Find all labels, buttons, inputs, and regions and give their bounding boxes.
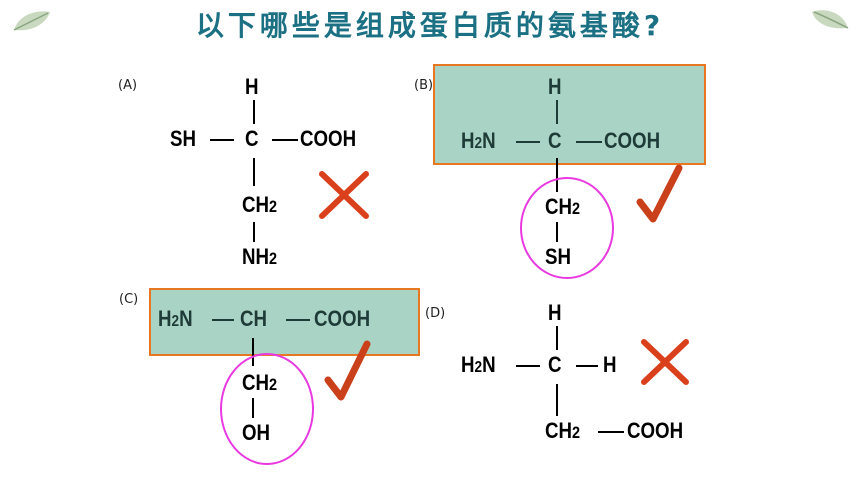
option-b-left-group: H2N: [461, 128, 496, 153]
option-c-label: (C): [119, 292, 139, 307]
option-c-left-group: H2N: [158, 306, 193, 331]
option-b-label: (B): [414, 78, 434, 93]
option-a-cross-icon: [319, 171, 369, 219]
option-b-right-bond: [576, 141, 602, 143]
option-b-top-atom: H: [548, 74, 562, 99]
leaf-decoration-left-icon: [13, 11, 50, 31]
option-c-right-bond: [286, 319, 310, 321]
option-a-left-group: SH: [170, 126, 196, 151]
option-b-left-bond: [516, 141, 540, 143]
option-b-top-bond: [556, 100, 558, 124]
option-b-center-atom: C: [548, 128, 562, 153]
option-a-below-bond: [253, 158, 255, 186]
option-a-nh2: NH2: [242, 244, 278, 269]
option-d-cooh: COOH: [627, 418, 684, 443]
option-c-center-atom: CH: [240, 306, 268, 331]
option-a-ch2: CH2: [242, 192, 278, 217]
option-b-sh: SH: [545, 244, 571, 269]
option-b-below-bond: [556, 158, 558, 192]
option-b-bottom-bond: [556, 222, 558, 242]
option-d-top-atom: H: [548, 300, 562, 325]
option-d-right-bond: [576, 365, 598, 367]
option-c-check-icon: [324, 340, 371, 401]
option-d-cooh-bond: [598, 431, 624, 433]
option-a-bottom-bond: [253, 222, 255, 242]
page-title: 以下哪些是组成蛋白质的氨基酸?: [195, 9, 665, 42]
option-b-check-icon: [636, 164, 683, 223]
option-a-left-bond: [210, 139, 234, 141]
option-d-top-bond: [556, 326, 558, 350]
option-c-right-group: COOH: [314, 306, 371, 331]
option-b-highlight-box: [433, 64, 706, 165]
option-c-left-bond: [212, 319, 234, 321]
option-b-highlight-circle: [520, 177, 614, 279]
option-c-highlight-box: [149, 288, 420, 356]
option-a-center-atom: C: [245, 126, 259, 151]
option-a-label: (A): [118, 78, 138, 93]
option-c-below-bond: [252, 338, 254, 366]
option-a-top-atom: H: [245, 74, 259, 99]
option-d-center-atom: C: [548, 352, 562, 377]
option-c-bottom-bond: [252, 398, 254, 418]
option-c-ch2: CH2: [242, 370, 278, 395]
option-d-label: (D): [425, 306, 446, 321]
option-d-below-bond: [556, 384, 558, 416]
option-d-left-group: H2N: [461, 352, 496, 377]
option-a-right-bond: [272, 139, 298, 141]
leaf-decoration-right-icon: [812, 10, 849, 29]
option-a-top-bond: [253, 100, 255, 124]
option-d-ch2: CH2: [545, 418, 581, 443]
option-c-oh: OH: [242, 420, 271, 445]
option-a-right-group: COOH: [300, 126, 357, 151]
option-d-right-atom: H: [603, 352, 617, 377]
option-d-left-bond: [516, 365, 540, 367]
option-d-cross-icon: [641, 339, 689, 385]
option-b-right-group: COOH: [604, 128, 661, 153]
option-c-highlight-circle: [220, 353, 314, 465]
option-b-ch2: CH2: [545, 194, 581, 219]
